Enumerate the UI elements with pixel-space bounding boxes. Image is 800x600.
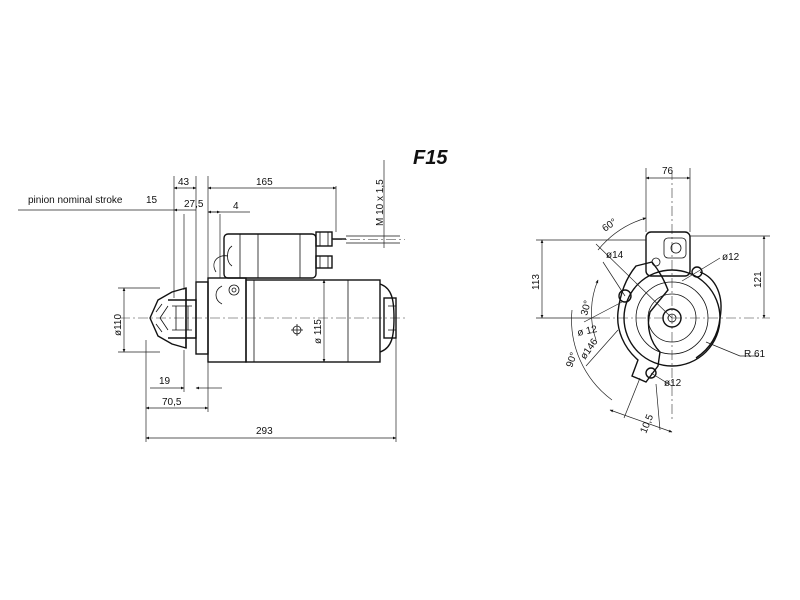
dia-12-top-label: ø12 [722, 252, 740, 263]
solenoid-front [645, 231, 691, 277]
radius-61-label: R 61 [744, 349, 766, 360]
dia-12-left-label: ø 12 [576, 324, 598, 339]
dim-70-5-label: 70,5 [162, 397, 182, 408]
pinion-stroke-value: 15 [146, 195, 158, 206]
angle-60-label: 60° [600, 217, 619, 235]
side-view: 43 165 pinion nominal stroke 15 27,5 4 M… [18, 160, 405, 442]
terminal-lower [315, 255, 333, 269]
thread-label: M 10 x 1,5 [375, 179, 386, 226]
solenoid-body [223, 233, 317, 279]
dia-14-label: ø14 [606, 250, 624, 261]
angle-30-label: 30° [579, 299, 594, 316]
pinion-stroke-label: pinion nominal stroke [28, 195, 123, 206]
dim-4-label: 4 [233, 201, 239, 212]
dim-19-label: 19 [159, 376, 171, 387]
front-view: 76 113 121 60° ø14 ø12 30° ø 12 ø146 90° [531, 166, 770, 435]
dim-76-label: 76 [662, 166, 674, 177]
dia-146-label: ø146 [578, 336, 600, 361]
pinion-bore [662, 308, 682, 328]
end-bearing [383, 297, 397, 339]
dim-165-label: 165 [256, 177, 273, 188]
dim-10-5-label: 10,5 [639, 413, 657, 436]
motor-yoke [245, 279, 381, 363]
bolt-hole-upper [618, 289, 632, 303]
dia-12-bottom-label: ø12 [664, 378, 682, 389]
end-cap [379, 283, 395, 353]
dim-121-label: 121 [753, 271, 764, 288]
angle-90-label: 90° [564, 351, 580, 369]
dia-110-label: ø110 [113, 314, 124, 336]
dia-115-label: ø 115 [313, 319, 324, 344]
drive-end-housing [207, 277, 247, 363]
dim-113-label: 113 [531, 274, 542, 290]
dim-27-5-label: 27,5 [184, 199, 204, 210]
terminal-upper [315, 231, 333, 247]
dim-293-label: 293 [256, 426, 273, 437]
bolt-hole-lower [645, 367, 657, 379]
housing-screw [228, 284, 240, 296]
dim-43-label: 43 [178, 177, 190, 188]
drawing-title: F15 [413, 147, 448, 169]
bolt-hole-right [691, 266, 703, 278]
